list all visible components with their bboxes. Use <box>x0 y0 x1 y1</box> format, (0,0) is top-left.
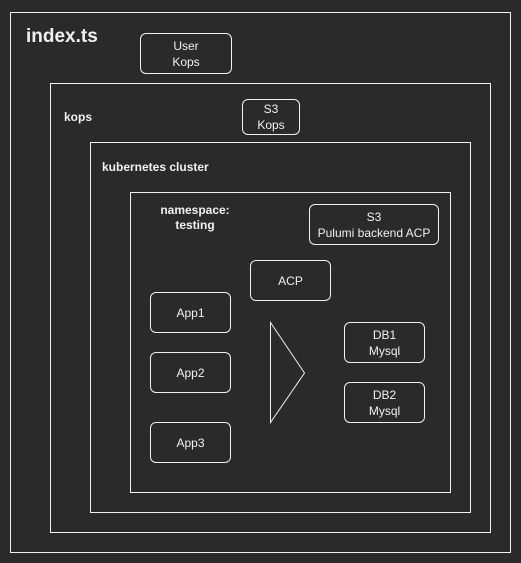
db1-line1: DB1 <box>372 327 397 342</box>
db2-line1: DB2 <box>372 387 397 402</box>
app3-label: App3 <box>176 435 205 450</box>
app2-node[interactable]: App2 <box>150 352 231 393</box>
s3-pulumi-line1: S3 <box>366 209 382 224</box>
index-ts-frame <box>10 12 511 553</box>
db2-line2: Mysql <box>368 403 401 418</box>
kubernetes-cluster-title: kubernetes cluster <box>102 160 209 174</box>
acp-node[interactable]: ACP <box>250 260 331 301</box>
acp-label: ACP <box>278 273 303 288</box>
kops-title: kops <box>64 110 93 124</box>
index-ts-title: index.ts <box>26 26 98 47</box>
s3-kops-line1: S3 <box>263 102 279 116</box>
namespace-title-line2: testing <box>175 218 215 232</box>
app2-label: App2 <box>176 365 205 380</box>
s3-kops-node[interactable]: S3 Kops <box>242 99 300 135</box>
connector-triangle-outline <box>270 320 306 425</box>
kops-frame <box>50 83 491 533</box>
namespace-title: namespace: testing <box>155 203 235 233</box>
app3-node[interactable]: App3 <box>150 422 231 463</box>
s3-pulumi-line2: Pulumi backend ACP <box>317 225 431 240</box>
app1-node[interactable]: App1 <box>150 292 231 333</box>
s3-kops-line2: Kops <box>257 118 285 132</box>
user-kops-node[interactable]: User Kops <box>140 33 232 74</box>
user-kops-line1: User <box>173 38 199 53</box>
s3-pulumi-backend-node[interactable]: S3 Pulumi backend ACP <box>309 204 439 245</box>
namespace-frame <box>130 192 451 493</box>
connector-triangle-shape[interactable] <box>270 320 310 425</box>
app1-label: App1 <box>176 305 205 320</box>
db1-node[interactable]: DB1 Mysql <box>344 322 425 363</box>
kubernetes-cluster-frame <box>90 142 471 513</box>
db1-line2: Mysql <box>368 343 401 358</box>
db2-node[interactable]: DB2 Mysql <box>344 382 425 423</box>
user-kops-line2: Kops <box>172 54 200 69</box>
namespace-title-line1: namespace: <box>160 203 230 217</box>
